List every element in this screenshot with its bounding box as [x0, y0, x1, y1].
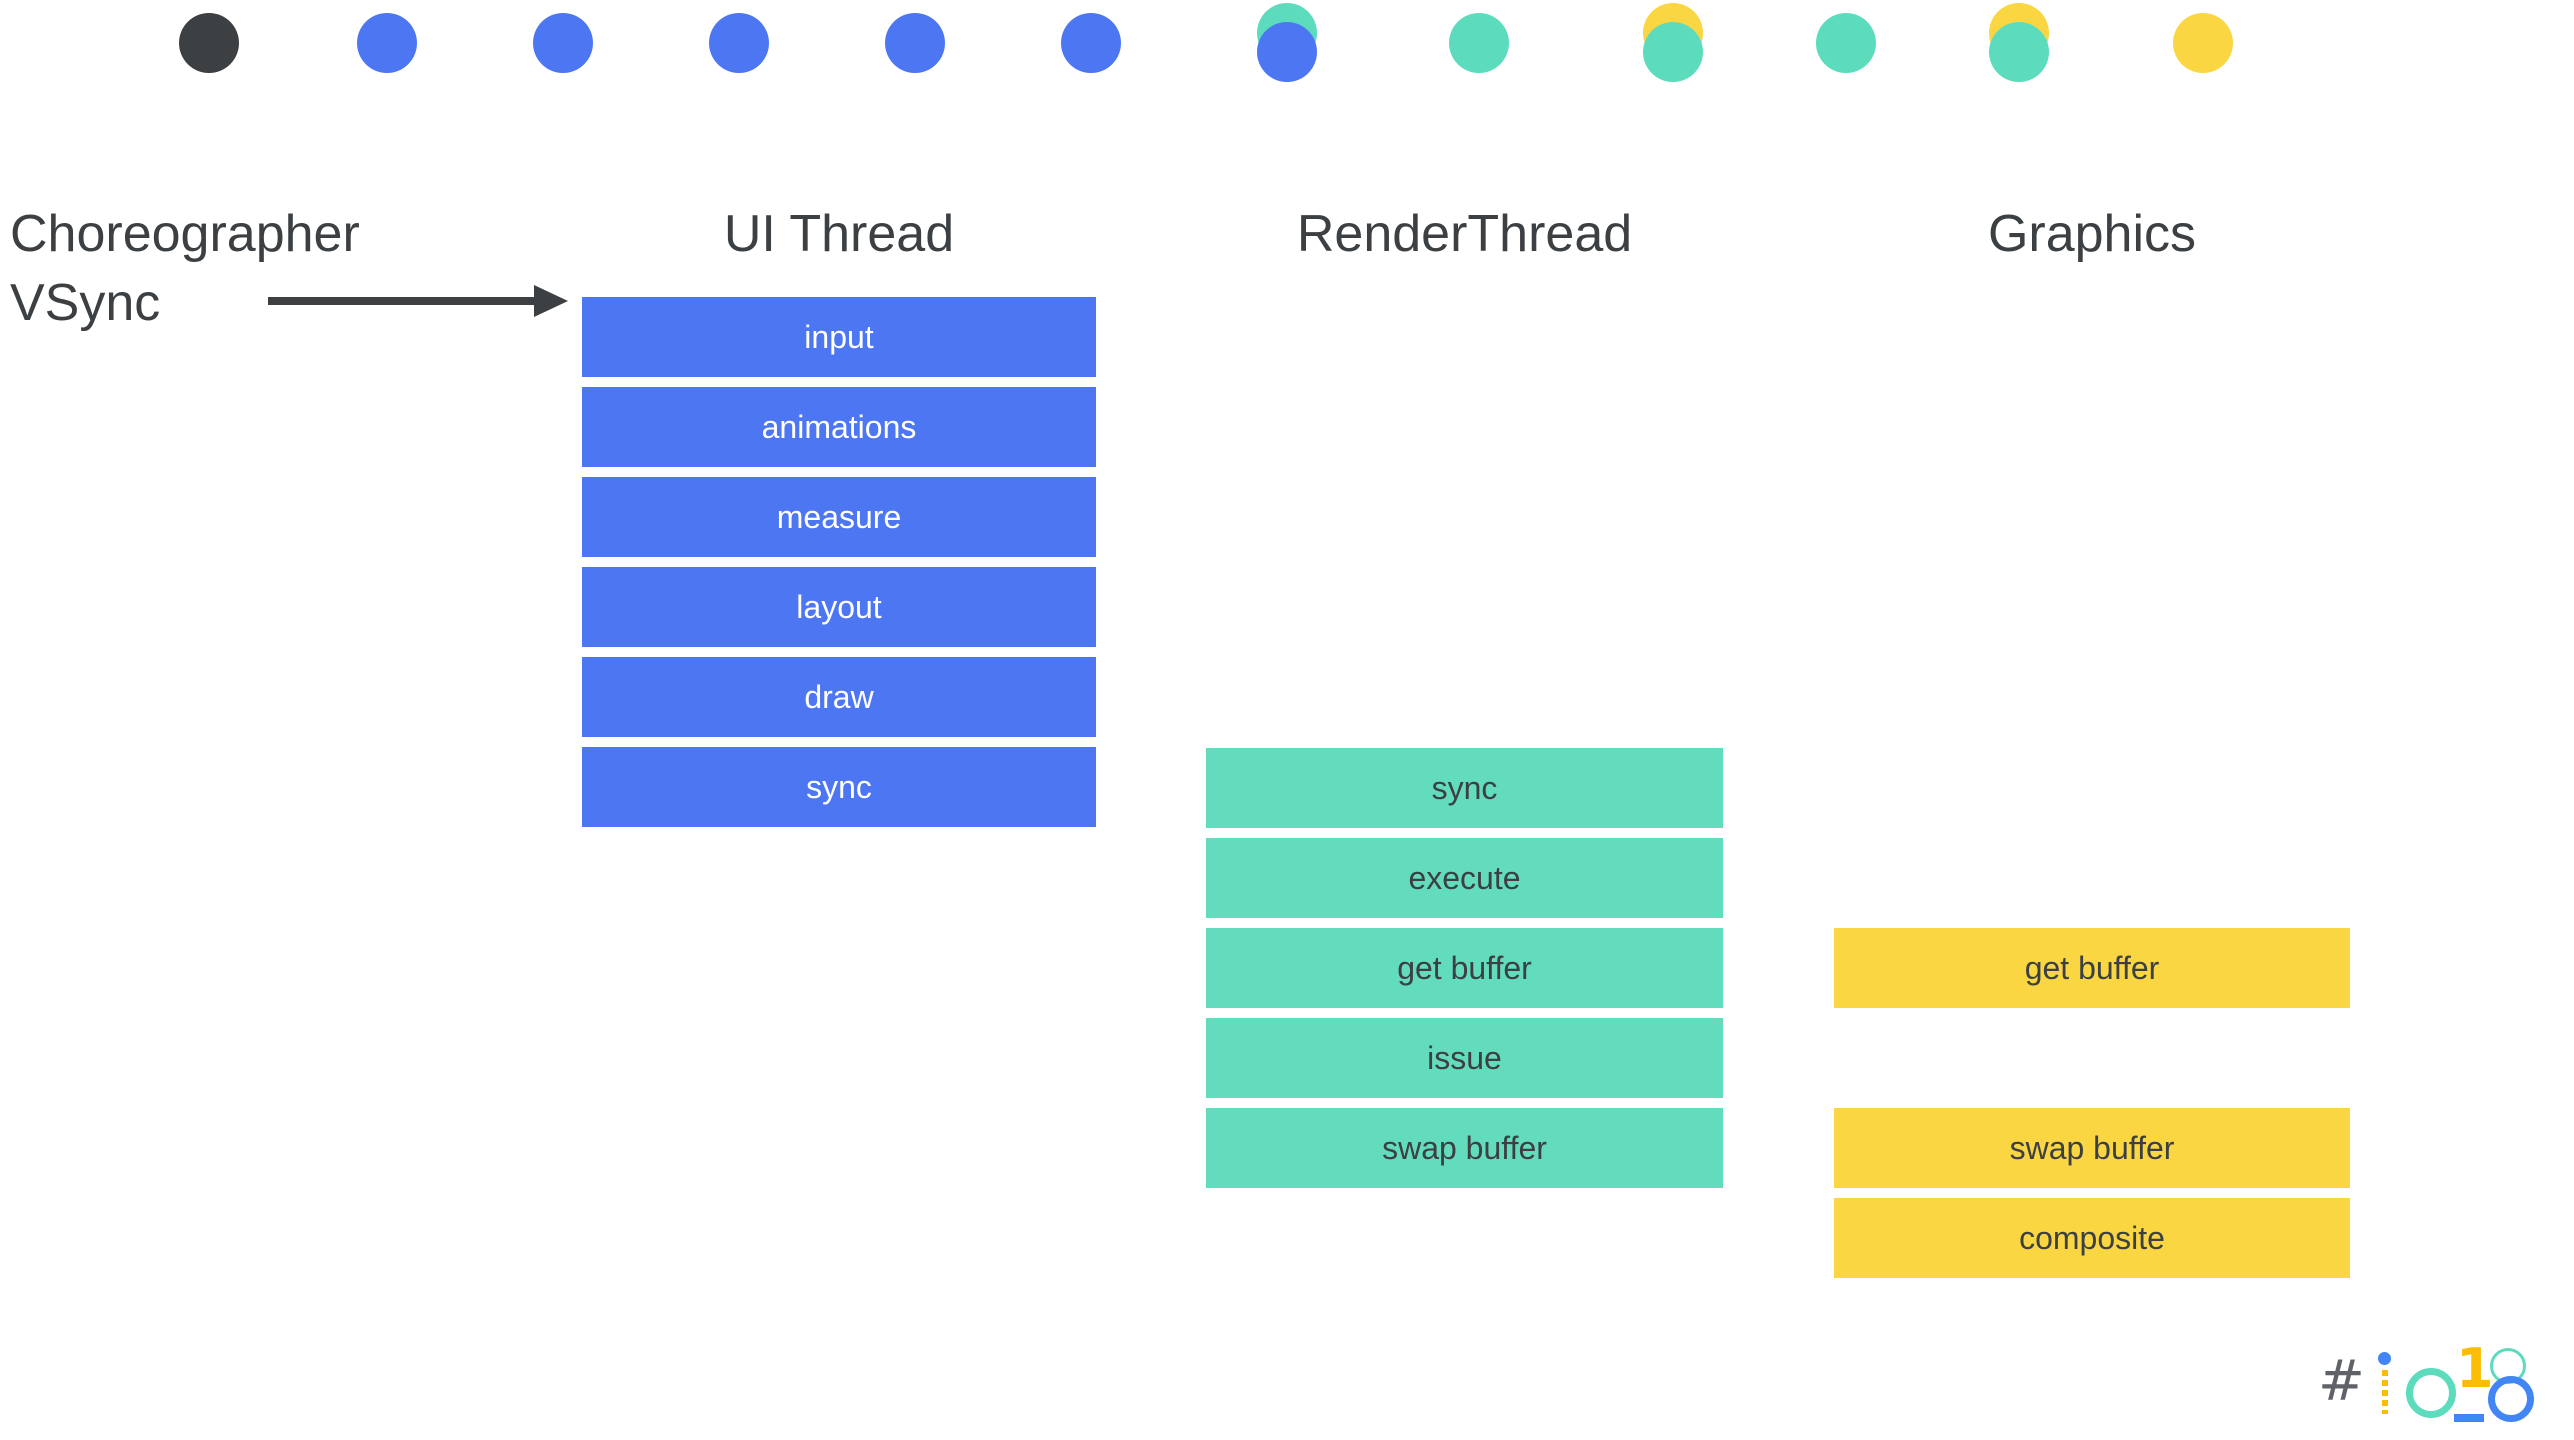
render-step-sync: sync	[1206, 748, 1723, 828]
ui-step-input: input	[582, 297, 1096, 377]
logo-o-ring	[2488, 1376, 2534, 1422]
render-step-execute: execute	[1206, 838, 1723, 918]
graphics-heading: Graphics	[1987, 205, 2197, 263]
timeline-dot-blue-front	[1257, 22, 1317, 82]
arrow-head	[534, 285, 568, 317]
ui-step-measure: measure	[582, 477, 1096, 557]
ui-step-sync: sync	[582, 747, 1096, 827]
google-io-logo-icon: # 1	[2318, 1342, 2538, 1432]
render-step-get-buffer: get buffer	[1206, 928, 1723, 1008]
vsync-label: VSync	[10, 274, 161, 332]
logo-hash-glyph: #	[2318, 1349, 2365, 1414]
render-thread-heading: RenderThread	[1296, 205, 1633, 263]
timeline-dot-blue	[885, 13, 945, 73]
timeline-dot-teal-front	[1989, 22, 2049, 82]
timeline-dot-blue	[357, 13, 417, 73]
ui-step-layout: layout	[582, 567, 1096, 647]
timeline-dot-blue	[1061, 13, 1121, 73]
logo-i-stroke	[2382, 1370, 2388, 1414]
timeline-dot-yellow	[2173, 13, 2233, 73]
ui-thread-heading: UI Thread	[723, 205, 955, 263]
graphics-step-get-buffer: get buffer	[1834, 928, 2350, 1008]
timeline-dot-dark	[179, 13, 239, 73]
logo-o-ring	[2406, 1368, 2456, 1418]
arrow-shaft	[268, 297, 538, 305]
logo-dot	[2378, 1352, 2391, 1365]
timeline-dot-blue	[709, 13, 769, 73]
timeline-dot-teal-front	[1643, 22, 1703, 82]
render-step-swap-buffer: swap buffer	[1206, 1108, 1723, 1188]
timeline-dot-teal	[1449, 13, 1509, 73]
render-step-issue: issue	[1206, 1018, 1723, 1098]
timeline-dot-teal	[1816, 13, 1876, 73]
timeline-dot-blue	[533, 13, 593, 73]
ui-step-draw: draw	[582, 657, 1096, 737]
logo-one-glyph: 1	[2456, 1337, 2494, 1400]
choreographer-label: Choreographer	[10, 205, 360, 263]
ui-step-animations: animations	[582, 387, 1096, 467]
graphics-step-composite: composite	[1834, 1198, 2350, 1278]
logo-bar	[2454, 1414, 2484, 1422]
graphics-step-swap-buffer: swap buffer	[1834, 1108, 2350, 1188]
